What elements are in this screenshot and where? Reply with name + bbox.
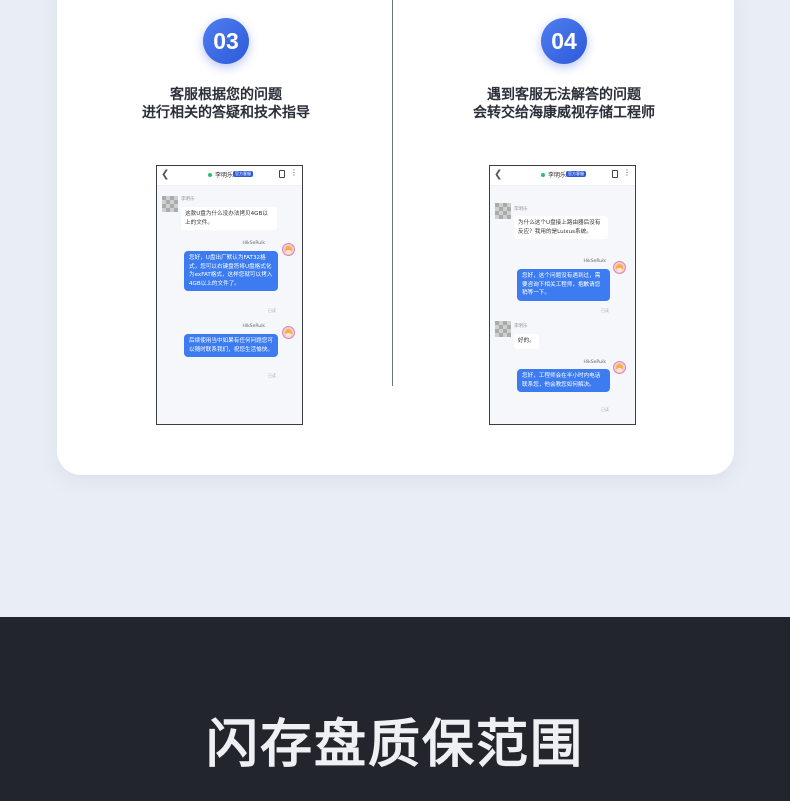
cs-message: 后续使用当中如果有任何问题您可以随时联系我们，祝您生活愉快。 — [184, 334, 278, 357]
read-status: 已读 — [601, 407, 609, 412]
step-number-badge: 04 — [541, 18, 587, 64]
step-title-line2: 进行相关的答疑和技术指导 — [142, 105, 310, 121]
step-title-line1: 遇到客服无法解答的问题 — [487, 87, 641, 103]
step-03: 03 客服根据您的问题 进行相关的答疑和技术指导 ❮ 李明乐 官方客服 ⋮ 李明… — [57, 0, 395, 440]
cs-message: 您好，这个问题没有遇到过，需要咨询下相关工程师，抱歉请您稍等一下。 — [517, 269, 610, 301]
chat-header: ❮ 李明乐 官方客服 ⋮ — [157, 166, 302, 186]
step-title-line1: 客服根据您的问题 — [170, 87, 282, 103]
cs-message: 您好，U盘出厂默认为FAT32格式，您可以右键盘符将U盘格式化为exFAT格式，… — [184, 251, 278, 291]
user-message: 这款U盘为什么没办法拷贝4GB以上的文件。 — [181, 207, 277, 230]
message-sender: 李明乐 — [514, 324, 528, 329]
chat-contact-tag: 官方客服 — [566, 171, 586, 177]
online-status-icon — [208, 173, 212, 177]
user-avatar — [495, 203, 511, 219]
step-04: 04 遇到客服无法解答的问题 会转交给海康威视存储工程师 ❮ 李明乐 官方客服 … — [395, 0, 733, 440]
message-sender: HikSeRuik — [583, 259, 607, 264]
step-number-badge: 03 — [203, 18, 249, 64]
message-sender: HikSeRuik — [242, 241, 266, 246]
message-sender: HikSeRuik — [242, 324, 266, 329]
user-message: 为什么这个U盘接上路由器后没有反应？我用的是Luixus系统。 — [514, 216, 608, 239]
back-icon[interactable]: ❮ — [161, 169, 170, 180]
chat-header: ❮ 李明乐 官方客服 ⋮ — [490, 166, 635, 186]
step-title: 遇到客服无法解答的问题 会转交给海康威视存储工程师 — [395, 86, 733, 122]
step-divider — [392, 0, 393, 386]
clipboard-icon[interactable] — [279, 170, 285, 178]
cs-avatar — [282, 326, 295, 339]
message-sender: 李明乐 — [514, 207, 528, 212]
message-sender: HikSeRuik — [583, 360, 607, 365]
section-title: 闪存盘质保范围 — [205, 715, 584, 775]
user-avatar — [162, 196, 178, 212]
step-title: 客服根据您的问题 进行相关的答疑和技术指导 — [57, 86, 395, 122]
chat-contact-name: 李明乐 — [215, 172, 234, 179]
more-icon[interactable]: ⋮ — [290, 168, 298, 177]
read-status: 已读 — [268, 308, 276, 313]
back-icon[interactable]: ❮ — [494, 169, 503, 180]
message-sender: 李明乐 — [181, 197, 195, 202]
user-message: 好的。 — [514, 334, 539, 349]
cs-avatar — [282, 243, 295, 256]
chat-screenshot: ❮ 李明乐 官方客服 ⋮ 李明乐 为什么这个U盘接上路由器后没有反应？我用的是L… — [489, 165, 636, 425]
chat-screenshot: ❮ 李明乐 官方客服 ⋮ 李明乐 这款U盘为什么没办法拷贝4GB以上的文件。 H… — [156, 165, 303, 425]
cs-message: 您好，工程师会在半小时内电话联系您，他会教您如何解决。 — [517, 369, 610, 392]
read-status: 已读 — [601, 308, 609, 313]
cs-avatar — [613, 361, 626, 374]
warranty-section-banner: 闪存盘质保范围 — [0, 617, 790, 801]
step-title-line2: 会转交给海康威视存储工程师 — [473, 105, 655, 121]
clipboard-icon[interactable] — [612, 170, 618, 178]
chat-contact-name: 李明乐 — [548, 172, 567, 179]
user-avatar — [495, 321, 511, 337]
chat-contact-tag: 官方客服 — [233, 171, 253, 177]
online-status-icon — [541, 173, 545, 177]
more-icon[interactable]: ⋮ — [623, 168, 631, 177]
read-status: 已读 — [268, 373, 276, 378]
cs-avatar — [613, 261, 626, 274]
